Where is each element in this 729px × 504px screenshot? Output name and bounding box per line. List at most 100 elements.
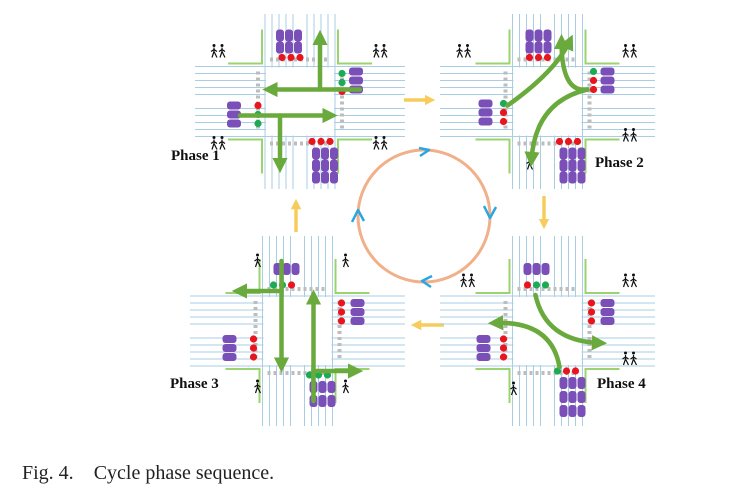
curb [475,259,511,294]
pedestrian-icon [460,277,468,288]
pedestrian-head [256,253,259,257]
curb [475,138,511,174]
vehicle-icon [541,263,550,275]
red-signal-icon [589,85,598,94]
pedestrian-head [374,136,378,139]
left-turn-arrow [505,34,574,108]
vehicle-icon [577,377,586,389]
curb [228,29,263,65]
left-turn-arrow [533,292,608,351]
pedestrian-icon [210,47,218,58]
vehicle-icon [532,263,541,275]
vehicle-icon [312,159,320,172]
red-signal-icon [587,317,596,325]
vehicle-icon [600,85,615,94]
green-signal-icon [269,281,278,289]
green-signal-icon [254,119,262,128]
pedestrian-icon [342,257,350,268]
vehicle-icon [321,171,329,184]
vehicle-icon [568,171,577,184]
curb [584,368,620,403]
pedestrian-head [256,379,259,383]
red-signal-icon [287,281,296,289]
vehicle-icon [600,317,615,325]
cycle-ring [350,146,498,289]
vehicle-icon [222,344,237,352]
curb [584,29,620,65]
vehicle-icon [318,381,327,393]
figure-caption: Fig. 4. Cycle phase sequence. [22,462,274,485]
vehicle-icon [330,147,338,160]
vehicle-icon [568,405,577,417]
left-turn-arrow [487,315,562,370]
red-signal-icon [249,335,258,343]
caption-text: Cycle phase sequence. [93,462,275,484]
pedestrian-head [632,128,635,131]
pedestrian-icon [464,47,472,58]
phase-2-label: Phase 2 [595,155,644,171]
vehicle-icon [318,395,327,407]
pedestrian-head [374,44,378,47]
junction-box [513,297,582,365]
vehicle-icon [321,147,329,160]
junction-box [266,67,334,136]
vehicle-icon [350,317,365,325]
vehicle-icon [577,171,586,184]
vehicle-icon [543,29,552,42]
vehicle-icon [559,171,568,184]
pedestrian-icon [218,139,226,150]
red-signal-icon [296,53,304,62]
pedestrian-head [512,381,515,385]
phase-1-label: Phase 1 [171,148,220,164]
curb [228,138,263,174]
vehicle-icon [559,391,568,403]
pedestrian-icon [372,139,380,150]
phase-4-intersection [440,236,655,426]
curb [334,368,370,403]
curb [337,138,372,174]
green-signal-icon [338,69,346,78]
red-signal-icon [337,299,346,307]
vehicle-icon [568,147,577,160]
vehicle-icon [577,405,586,417]
vehicle-icon [478,108,493,117]
curb [225,368,261,403]
green-signal-icon [541,281,550,289]
red-signal-icon [587,308,596,316]
vehicle-icon [350,308,365,316]
red-signal-icon [525,53,534,62]
vehicle-icon [525,29,534,42]
vehicle-icon [559,405,568,417]
pedestrian-head [220,136,224,139]
curb [337,29,372,65]
vehicle-icon [577,159,586,172]
pedestrian-head [382,136,386,139]
vehicle-icon [327,381,336,393]
vehicle-icon [568,391,577,403]
red-signal-icon [562,367,571,375]
green-signal-icon [532,281,541,289]
red-signal-icon [254,101,262,110]
vehicle-icon [349,76,363,85]
vehicle-icon [559,377,568,389]
vehicle-icon [534,41,543,54]
vehicle-icon [222,353,237,361]
pedestrian-icon [218,47,226,58]
curb [475,368,511,403]
red-signal-icon [573,137,582,146]
vehicle-icon [350,299,365,307]
vehicle-icon [559,147,568,160]
red-signal-icon [249,344,258,352]
vehicle-icon [525,41,534,54]
vehicle-icon [276,41,284,54]
pedestrian-head [624,44,627,47]
vehicle-icon [294,29,302,42]
pedestrian-head [212,44,216,47]
vehicle-icon [476,353,491,361]
red-signal-icon [337,317,346,325]
transition-arrows [290,94,550,331]
vehicle-icon [600,76,615,85]
pedestrian-icon [380,139,388,150]
red-signal-icon [534,53,543,62]
vehicle-icon [568,377,577,389]
